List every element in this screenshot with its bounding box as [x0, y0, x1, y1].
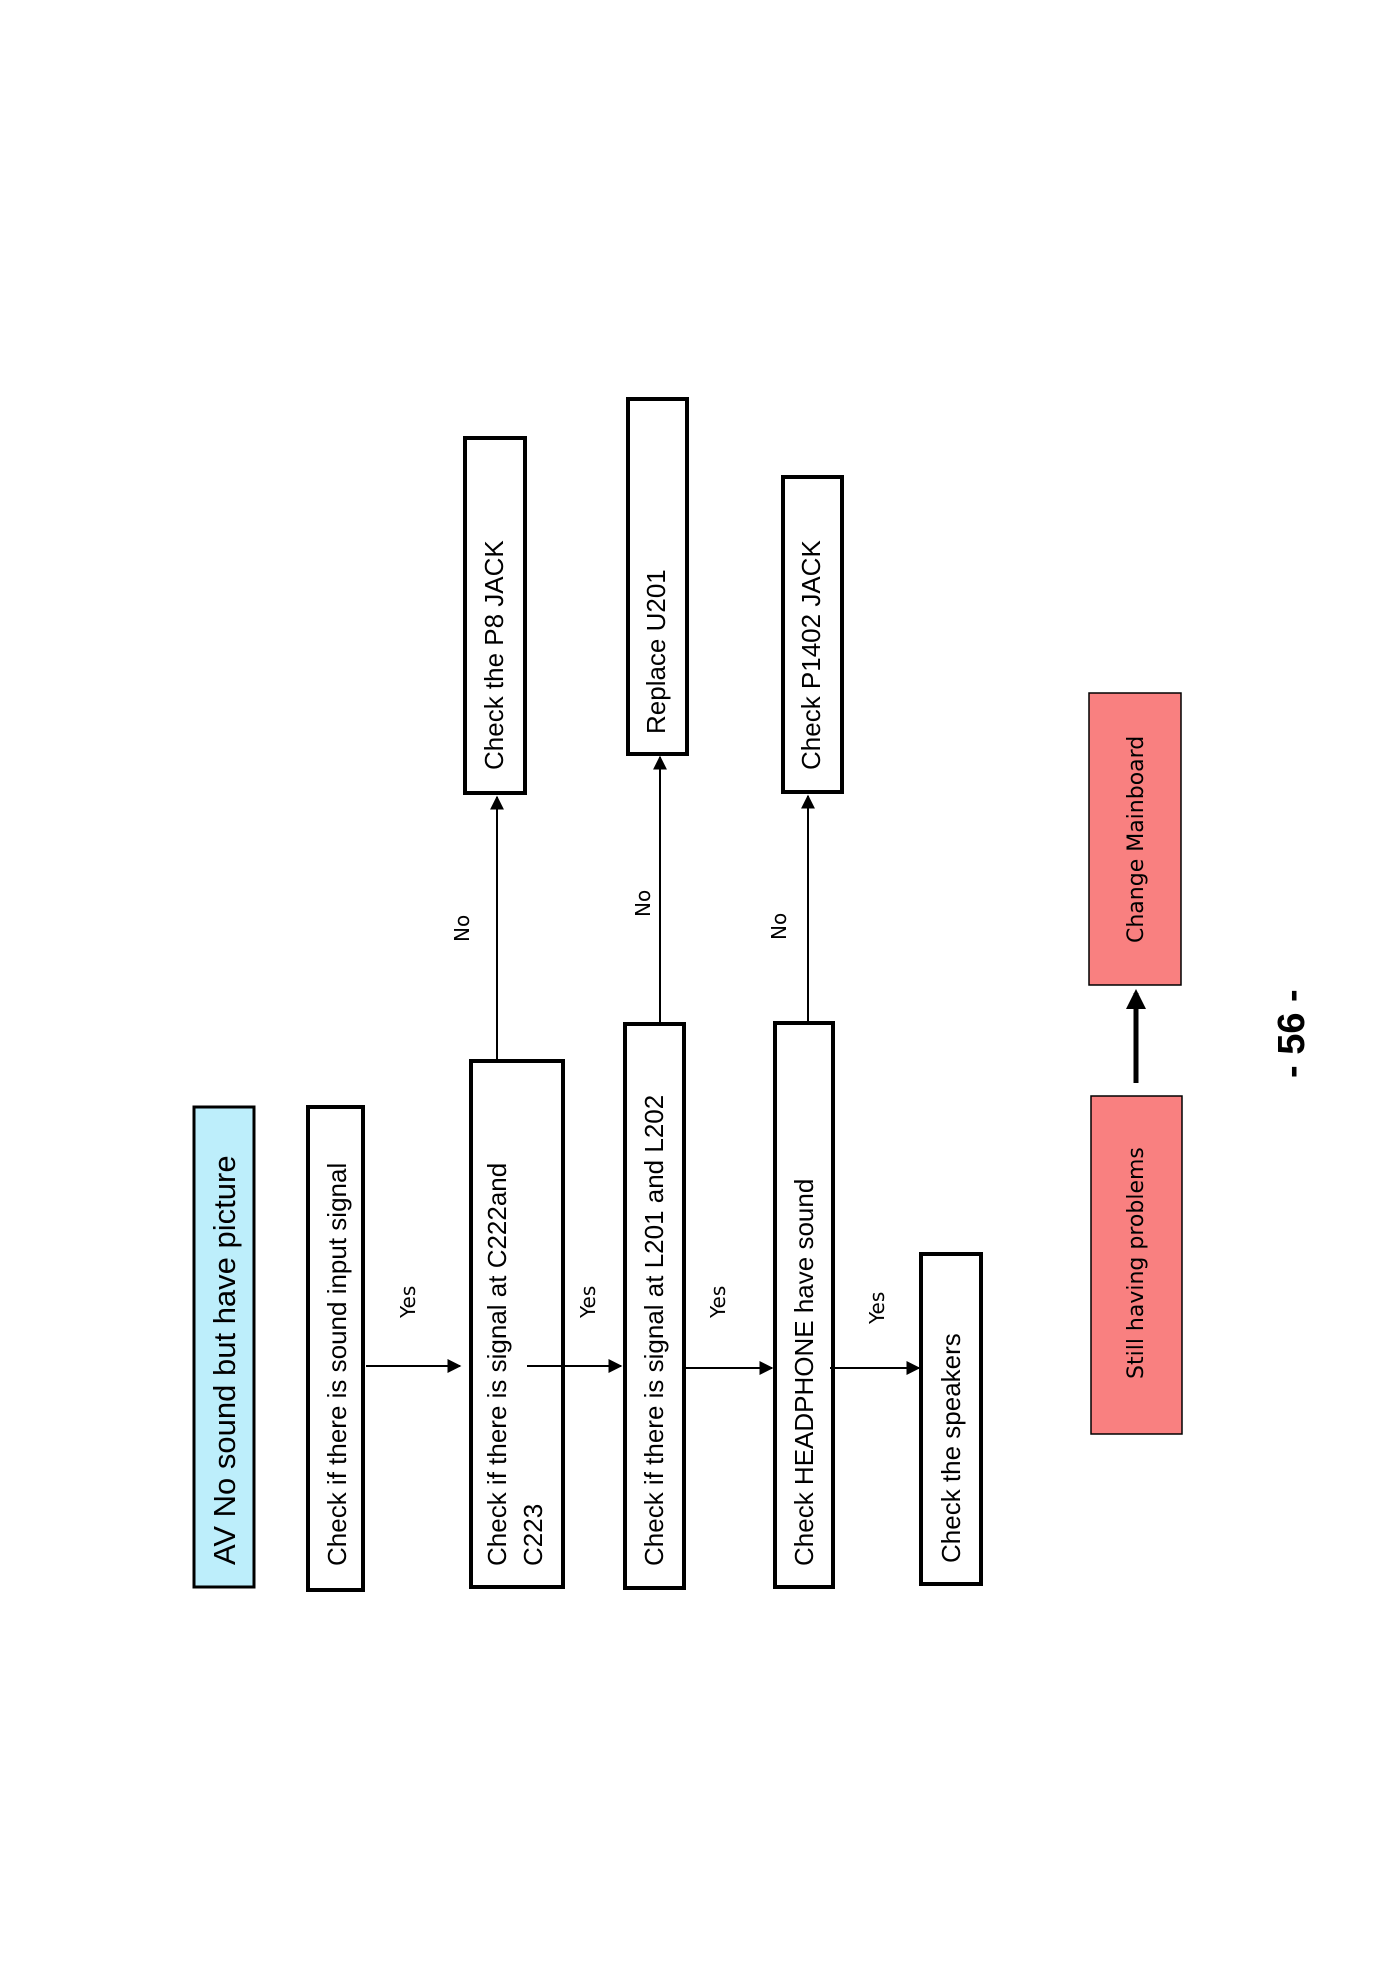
no-label-2: No: [631, 890, 655, 917]
title-node: AV No sound but have picture: [192, 1105, 256, 1589]
yes-label-1: Yes: [396, 1286, 420, 1319]
outcome-node-2: Replace U201: [626, 397, 689, 756]
change-mainboard-text: Change Mainboard: [1124, 736, 1149, 943]
step-node-5: Check the speakers: [919, 1252, 983, 1586]
still-having-problems-box: [1090, 1095, 1183, 1435]
outcome-text-3: Check P1402 JACK: [796, 540, 826, 770]
outcome-box-2: [626, 397, 689, 756]
outcome-text-1: Check the P8 JACK: [479, 540, 509, 770]
step-text-2-line2: C223: [518, 1504, 548, 1566]
step-box-5: [919, 1252, 983, 1586]
yes-label-2: Yes: [576, 1286, 600, 1319]
change-mainboard-box: [1088, 692, 1182, 986]
step-node-3: Check if there is signal at L201 and L20…: [623, 1022, 686, 1590]
still-having-problems-node: Still having problems: [1090, 1095, 1183, 1435]
step-box-3: [623, 1022, 686, 1590]
no-label-3: No: [767, 913, 791, 940]
step-box-1: [306, 1105, 365, 1592]
step-box-2: [469, 1059, 565, 1589]
step-node-1: Check if there is sound input signal: [306, 1105, 365, 1592]
title-text: AV No sound but have picture: [207, 1155, 242, 1565]
no-label-1: No: [450, 915, 474, 942]
change-mainboard-node: Change Mainboard: [1088, 692, 1182, 986]
yes-label-4: Yes: [865, 1292, 889, 1325]
outcome-box-1: [463, 436, 527, 795]
step-node-4: Check HEADPHONE have sound: [773, 1021, 835, 1589]
step-text-3: Check if there is signal at L201 and L20…: [639, 1095, 669, 1566]
outcome-node-3: Check P1402 JACK: [781, 475, 844, 794]
page-number: - 56 -: [1271, 989, 1313, 1078]
still-having-problems-text: Still having problems: [1124, 1147, 1149, 1379]
outcome-box-3: [781, 475, 844, 794]
yes-label-3: Yes: [706, 1286, 730, 1319]
step-text-2-line1: Check if there is signal at C222and: [482, 1163, 512, 1566]
step-node-2: Check if there is signal at C222and C223: [469, 1059, 565, 1589]
outcome-node-1: Check the P8 JACK: [463, 436, 527, 795]
outcome-text-2: Replace U201: [641, 569, 671, 734]
title-box: [192, 1105, 256, 1589]
step-text-4: Check HEADPHONE have sound: [789, 1179, 819, 1566]
step-box-4: [773, 1021, 835, 1589]
step-text-5: Check the speakers: [936, 1333, 966, 1563]
step-text-1: Check if there is sound input signal: [322, 1163, 352, 1566]
